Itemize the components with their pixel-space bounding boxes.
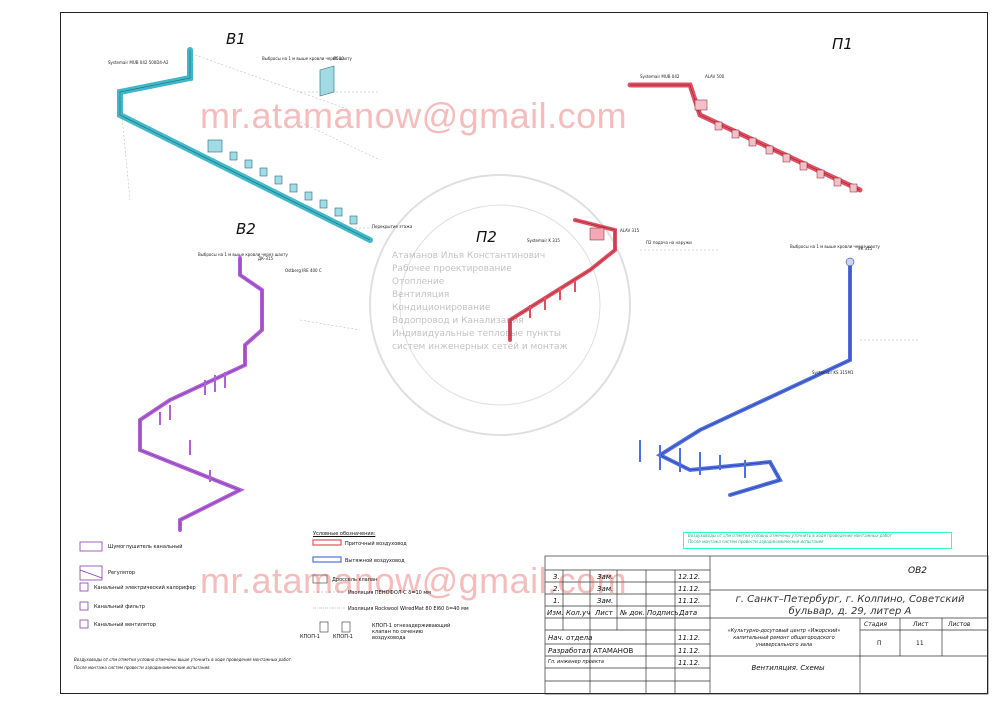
watermark-email-top: mr.atamanow@gmail.com (200, 95, 628, 136)
rev-kind: Зам. (597, 573, 614, 581)
note-line: После монтажа систем провести аэродинами… (74, 665, 211, 670)
sheets-label: Листов (948, 621, 971, 628)
title-block-grid (544, 555, 989, 695)
valve-label: КПОП-1 (333, 634, 353, 640)
stamp-line: Водопровод и Канализация (392, 316, 524, 326)
header-cell: Изм. (547, 609, 564, 617)
legend-item: Изоляция Rockwool WiredMat 80 ЕI60 δ=40 … (348, 606, 469, 612)
sheet-label: Лист (913, 621, 929, 628)
author-name: АТАМАНОВ (593, 647, 634, 655)
stamp-line: Отопление (392, 277, 445, 287)
header-cell: № док. (620, 609, 646, 617)
legend-item: Шумоглушитель канальный (108, 544, 183, 550)
stage-label: Стадия (864, 621, 888, 628)
role: Нач. отдела (548, 634, 593, 642)
p1-unit-label: ALAV 500 (705, 74, 725, 79)
stamp-line: Атаманов Илья Константинович (392, 251, 546, 261)
role-date: 11.12. (678, 647, 701, 655)
legend-symbols (79, 541, 103, 629)
legend-item: Приточный воздуховод (345, 541, 407, 547)
system-p1 (627, 82, 863, 193)
p2-unit-label: ALAV 315 (620, 228, 640, 233)
perekrytie-label: Перекрытие этажа (372, 224, 413, 229)
p1-fan-label: Systemair MUB 042 (640, 74, 680, 79)
legend-item: Дроссель клапан (332, 577, 378, 583)
rev-num: 3. (553, 573, 560, 581)
legend-item: КПОП-1 огнезадерживающий клапан по сечен… (372, 623, 451, 641)
legend-item: Канальный вентилятор (94, 622, 156, 628)
stamp-line: Рабочее проектирование (392, 264, 512, 274)
drawing-title: Вентиляция. Схемы (751, 664, 825, 672)
header-cell: Кол.уч (566, 609, 591, 617)
address: г. Санкт–Петербург, г. Колпино, Советски… (735, 594, 965, 617)
system-exhaust-right (639, 257, 855, 497)
rev-date: 12.12. (678, 573, 701, 581)
v1-exhaust-size: Ø500 (333, 56, 344, 61)
rev-num: 2. (553, 585, 560, 593)
stage-value: П (877, 640, 882, 647)
drawing-code: ОВ2 (908, 566, 927, 576)
scheme-label-p2: П2 (476, 228, 497, 246)
p2-intake-label: П2 подача на наружи (646, 240, 692, 245)
note-line: Воздуховоды от спм отметки условно отмеч… (74, 657, 293, 662)
sheet-value: 11 (916, 640, 924, 647)
role: Разработал (548, 647, 591, 655)
p1-right-exhaust-label: Выбросы на 1 м выше кровли через шахту (790, 244, 880, 249)
stamp-text: Атаманов Илья Константинович Рабочее про… (392, 250, 568, 354)
stamp-line: Индивидуальные тепловые пункты (392, 329, 561, 339)
system-p2 (508, 218, 617, 342)
sheet-frame (60, 12, 988, 694)
rev-num: 1. (553, 597, 560, 605)
watermark-email-bottom: mr.atamanow@gmail.com (200, 560, 628, 601)
legend-lines (312, 539, 351, 633)
p2-fan-label: Systemair K 315 (527, 238, 560, 243)
legend-item: Изоляция ПЕНОФОЛ С δ=10 мм (348, 590, 431, 596)
header-cell: Подпись (647, 609, 679, 617)
stamp-line: Кондиционирование (392, 303, 491, 313)
stamp-line: Вентиляция (392, 290, 450, 300)
p1-right-fan-label: Systemair KS 315M1 (812, 370, 854, 375)
scheme-label-v2: В2 (236, 220, 256, 238)
system-v2 (138, 256, 264, 532)
rev-kind: Зам. (597, 585, 614, 593)
v2-fan-label: Ostberg IRE 400 C (285, 268, 322, 273)
valve-label: КПОП-1 (300, 634, 320, 640)
scheme-label-v1: В1 (226, 30, 246, 48)
v2-damper-label: ДК-315 (258, 256, 274, 261)
role: Гл. инженер проекта (548, 659, 604, 665)
scheme-label-p1: П1 (832, 35, 853, 53)
rev-kind: Зам. (597, 597, 614, 605)
system-v1 (117, 47, 373, 243)
p1-right-size-label: ЗК 315 (858, 246, 873, 251)
rev-date: 11.12. (678, 597, 701, 605)
header-cell: Дата (679, 609, 698, 617)
legend-item: Регулятор (108, 570, 136, 576)
rev-date: 11.12. (678, 585, 701, 593)
v1-fan-label: Systemair MUB 042 500D4-A2 (108, 60, 169, 65)
notes-box: Воздуховоды от спм отметки условно отмеч… (683, 532, 952, 549)
note-line: Воздуховоды от спм отметки условно отмеч… (688, 533, 892, 538)
note-line: После монтажа систем провести аэродинами… (688, 539, 824, 544)
stamp-watermark (369, 174, 631, 436)
v1-exhaust-label: Выбросы на 1 м выше кровли через шахту (262, 56, 352, 61)
legend-item: Канальный электрический калорифер (94, 585, 196, 591)
stamp-line: систем инженерных сетей и монтаж (392, 342, 568, 352)
header-cell: Лист (595, 609, 613, 617)
role-date: 11.12. (678, 634, 701, 642)
v2-exhaust-label: Выбросы на 1 м выше кровли через шахту (198, 252, 288, 257)
legend-item: Вытяжной воздуховод (345, 558, 405, 564)
legend-item: Канальный фильтр (94, 604, 145, 610)
object-name: «Культурно-досуговый центр «Ижорский» ка… (727, 628, 841, 648)
notes-left: Воздуховоды от спм отметки условно отмеч… (74, 656, 292, 672)
legend-title: Условные обозначения: (313, 531, 376, 537)
role-date: 11.12. (678, 659, 701, 667)
